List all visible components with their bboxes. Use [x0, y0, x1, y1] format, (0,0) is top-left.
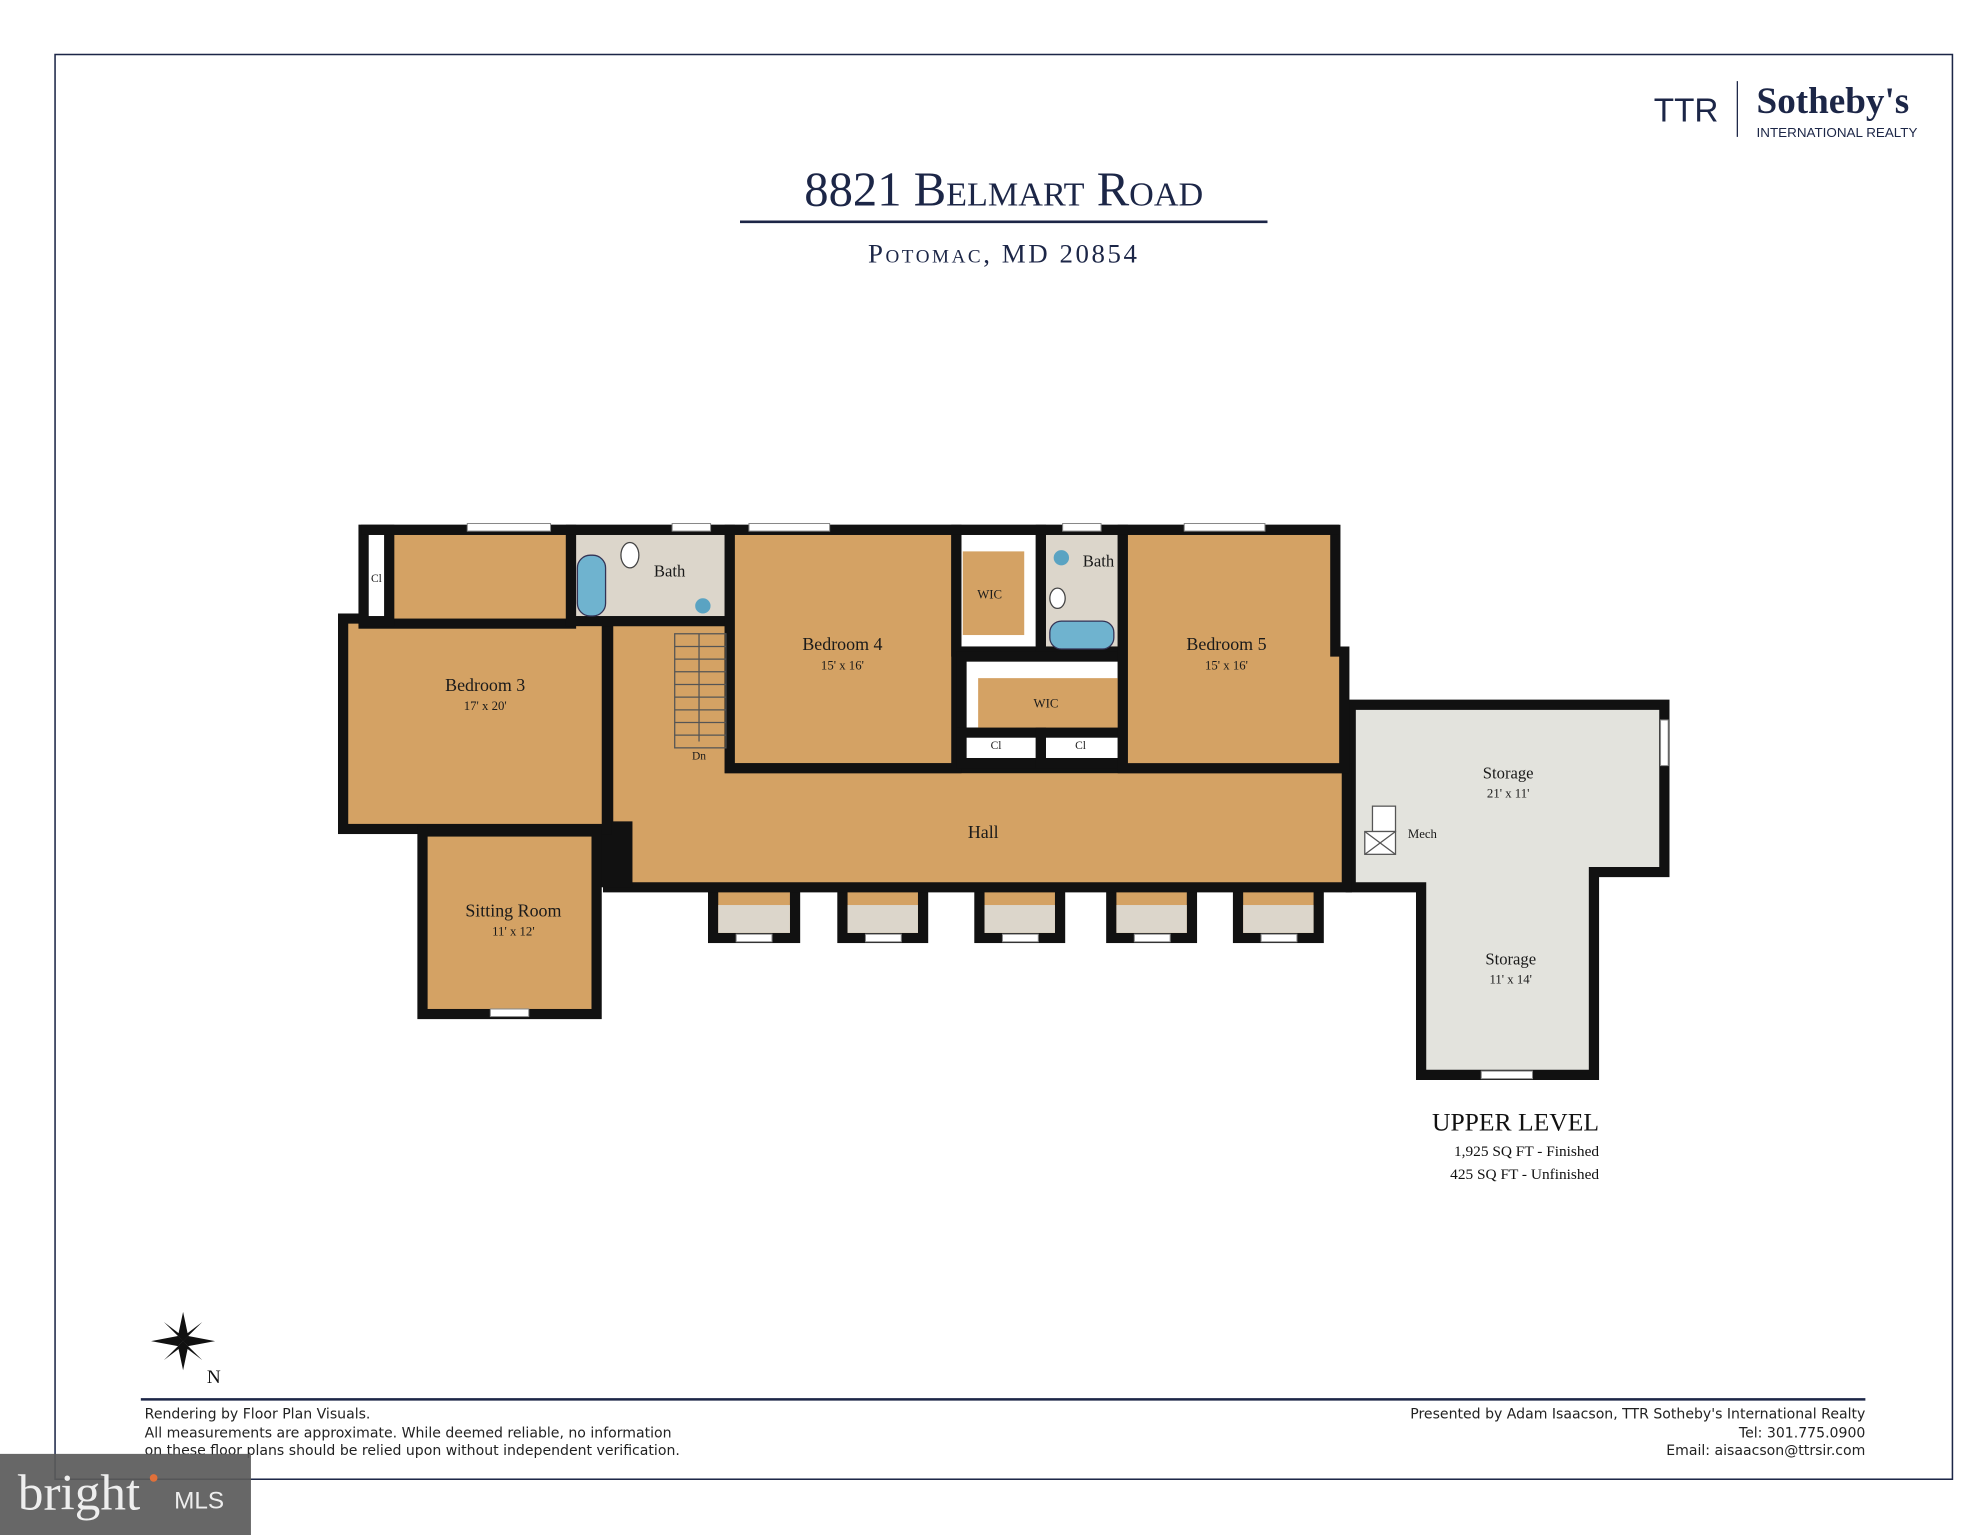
bedroom-4-area — [724, 524, 962, 774]
storage-area — [1345, 699, 1670, 1080]
windows — [466, 522, 1669, 1080]
footer-disclaimer-1: All measurements are approximate. While … — [145, 1425, 672, 1441]
stairs — [674, 633, 727, 749]
footer-credit: Rendering by Floor Plan Visuals. — [145, 1406, 371, 1422]
sink-icon — [1053, 550, 1070, 566]
sitting-room-area — [417, 826, 602, 1020]
level-unfinished: 425 SQ FT - Unfinished — [1450, 1166, 1599, 1183]
bedroom-3-size: 17' x 20' — [464, 699, 507, 713]
level-name: UPPER LEVEL — [1432, 1108, 1599, 1137]
closet-1-label: Cl — [371, 573, 382, 585]
compass-rose-icon — [151, 1311, 216, 1371]
bedroom-5-size: 15' x 16' — [1205, 658, 1248, 672]
logo-ttr: TTR — [1654, 93, 1719, 130]
floor-plan: Bedroom 3 17' x 20' Bedroom 4 15' x 16' … — [337, 522, 1670, 1080]
bedroom-3-area — [337, 613, 612, 835]
bathtub-icon — [576, 554, 607, 617]
watermark-brand: bright — [18, 1466, 140, 1522]
page-subtitle: Potomac, MD 20854 — [868, 239, 1140, 269]
bedroom-5-label: Bedroom 5 — [1186, 634, 1266, 654]
wic-1 — [962, 551, 1025, 636]
bedroom-4-size: 15' x 16' — [821, 658, 864, 672]
toilet-icon — [620, 541, 640, 569]
page-border — [54, 53, 1954, 1480]
footer-email: Email: aisaacson@ttrsir.com — [1666, 1443, 1865, 1459]
mech-label: Mech — [1408, 827, 1438, 841]
wic-2 — [978, 678, 1119, 729]
mech-unit-icon — [1364, 805, 1397, 855]
level-finished: 1,925 SQ FT - Finished — [1454, 1143, 1599, 1160]
hall-label: Hall — [968, 822, 999, 842]
footer-disclaimer-2: on these floor plans should be relied up… — [145, 1443, 680, 1459]
wic-1-label: WIC — [977, 587, 1002, 601]
storage-1-size: 21' x 11' — [1487, 786, 1529, 800]
bathtub-icon — [1049, 620, 1115, 650]
toilet-icon — [1049, 587, 1066, 610]
bath-1-label: Bath — [654, 562, 686, 581]
storage-1-label: Storage — [1483, 763, 1534, 782]
sitting-room-label: Sitting Room — [465, 901, 561, 921]
bath-2-label: Bath — [1083, 552, 1115, 571]
storage-2-label: Storage — [1485, 950, 1536, 969]
closet-2 — [956, 727, 1046, 769]
closet-3-label: Cl — [1075, 740, 1086, 752]
footer-phone: Tel: 301.775.0900 — [1738, 1425, 1865, 1441]
closet-1 — [358, 524, 395, 627]
bedroom-4-label: Bedroom 4 — [802, 634, 882, 654]
watermark-suffix: MLS — [174, 1487, 224, 1514]
stairs-label: Dn — [692, 750, 706, 762]
wic-2-label: WIC — [1034, 696, 1059, 710]
sink-icon — [695, 598, 711, 614]
sitting-room-size: 11' x 12' — [492, 925, 534, 939]
logo-tagline: INTERNATIONAL REALTY — [1757, 125, 1918, 140]
page-title: 8821 Belmart Road — [804, 164, 1203, 217]
bright-mls-watermark: bright MLS — [0, 1453, 251, 1535]
closet-2-label: Cl — [991, 740, 1002, 752]
storage-2-size: 11' x 14' — [1489, 973, 1531, 987]
sothebys-logo: TTR Sotheby's INTERNATIONAL REALTY — [1654, 80, 1918, 140]
logo-brand: Sotheby's — [1757, 80, 1910, 121]
bedroom-3-label: Bedroom 3 — [445, 675, 525, 695]
closet-3 — [1035, 727, 1128, 769]
compass-north-label: N — [207, 1367, 221, 1388]
footer-presenter: Presented by Adam Isaacson, TTR Sotheby'… — [1410, 1406, 1865, 1422]
